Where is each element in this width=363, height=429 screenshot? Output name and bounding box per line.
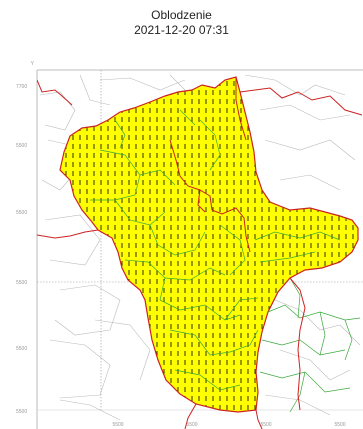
warning-area	[59, 76, 359, 413]
axis-ticks: Y 7700 5500 5500 5500 5500 5500 5500 550…	[16, 61, 346, 428]
x-tick: 5500	[260, 422, 271, 428]
county-borders	[90, 109, 341, 391]
map-frame	[36, 69, 363, 429]
y-tick: 5500	[16, 409, 27, 415]
y-tick: 5500	[16, 143, 27, 149]
x-tick: 5500	[186, 422, 197, 428]
x-tick: 5500	[334, 422, 345, 428]
y-tick: 5500	[16, 346, 27, 352]
y-tick: 5500	[16, 280, 27, 286]
x-tick: 5500	[112, 422, 123, 428]
subregion-borders	[169, 77, 251, 253]
neighbour-counties	[39, 74, 361, 421]
y-tick: 5500	[16, 210, 27, 216]
province-borders	[37, 79, 363, 429]
y-axis-label: Y	[31, 61, 35, 67]
y-tick: 7700	[16, 84, 27, 90]
east-county-borders	[259, 277, 361, 413]
title-block: Oblodzenie 2021-12-20 07:31	[0, 8, 363, 38]
map-subtitle: 2021-12-20 07:31	[134, 23, 229, 37]
map-title: Oblodzenie	[151, 8, 212, 22]
